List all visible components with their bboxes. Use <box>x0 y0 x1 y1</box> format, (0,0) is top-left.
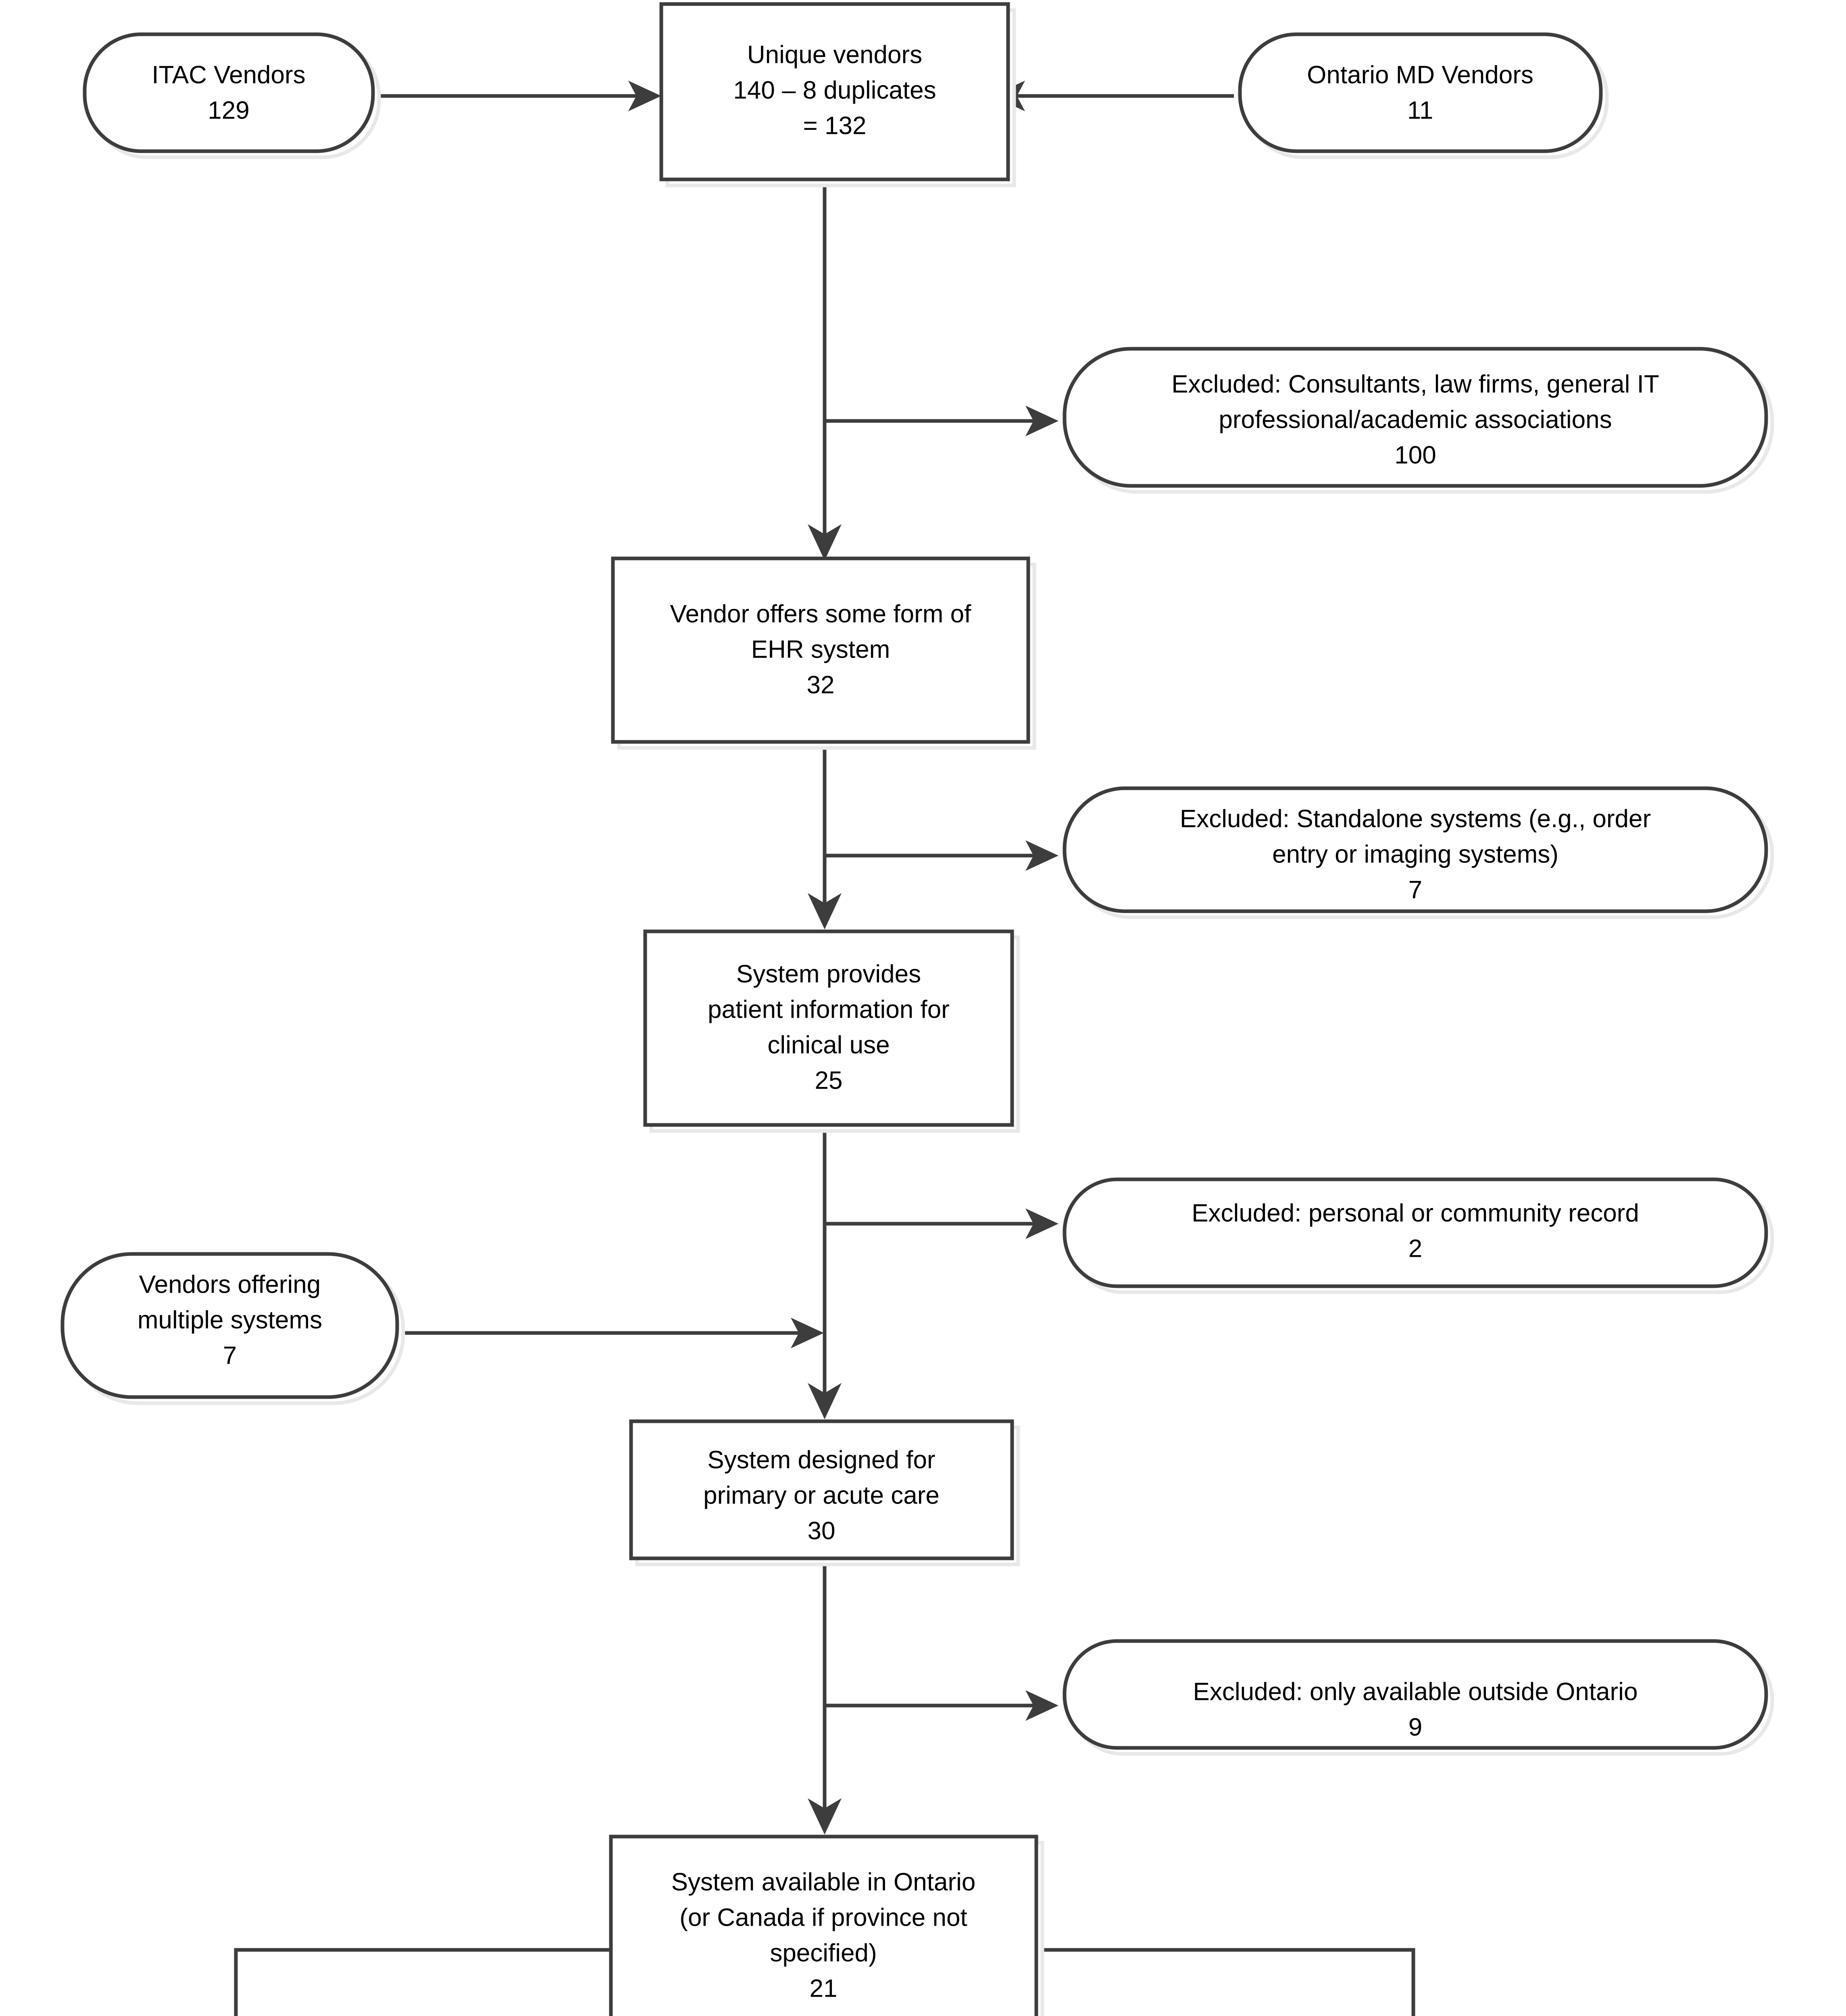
excluded-standalone-line2: entry or imaging systems) <box>1272 840 1558 868</box>
vendors-multiple-line2: multiple systems <box>138 1306 322 1334</box>
system-designed-line1: System designed for <box>707 1446 935 1474</box>
vendors-multiple-count: 7 <box>223 1341 237 1369</box>
excluded-consultants-line1: Excluded: Consultants, law firms, genera… <box>1171 370 1659 398</box>
node-unique-vendors[interactable]: Unique vendors 140 – 8 duplicates = 132 <box>659 2 1016 187</box>
edge-ontariomd-to-unique <box>992 81 1234 111</box>
node-excluded-consultants[interactable]: Excluded: Consultants, law firms, genera… <box>1063 347 1774 494</box>
connectors-layer <box>234 81 1415 2016</box>
node-vendors-multiple-systems[interactable]: Vendors offering multiple systems 7 <box>60 1252 405 1405</box>
node-system-designed-primary-acute[interactable]: System designed for primary or acute car… <box>629 1419 1020 1566</box>
node-system-provides-patient-info[interactable]: System provides patient information for … <box>643 929 1020 1133</box>
vendor-offers-ehr-line1: Vendor offers some form of <box>670 600 971 628</box>
itac-vendors-count: 129 <box>208 96 249 124</box>
system-designed-count: 30 <box>808 1517 835 1545</box>
system-available-line3: specified) <box>770 1939 877 1967</box>
excluded-consultants-line2: professional/academic associations <box>1219 406 1612 433</box>
edge-available-to-primary <box>234 1948 613 2016</box>
ontario-md-vendors-count: 11 <box>1407 96 1433 124</box>
excluded-consultants-count: 100 <box>1394 441 1436 469</box>
edge-ehr-to-patientinfo <box>808 748 842 929</box>
node-vendor-offers-ehr[interactable]: Vendor offers some form of EHR system 32 <box>611 556 1036 750</box>
unique-vendors-line1: Unique vendors <box>747 41 922 69</box>
system-designed-line2: primary or acute care <box>703 1481 940 1509</box>
edge-designed-to-available <box>808 1564 842 1835</box>
node-ontario-md-vendors[interactable]: Ontario MD Vendors 11 <box>1238 32 1609 159</box>
node-excluded-outside-ontario[interactable]: Excluded: only available outside Ontario… <box>1063 1639 1774 1756</box>
excluded-personal-count: 2 <box>1408 1235 1422 1262</box>
itac-vendors-line1: ITAC Vendors <box>152 61 305 89</box>
unique-vendors-count: = 132 <box>803 112 867 140</box>
edge-ehr-to-excluded-standalone <box>825 840 1058 871</box>
node-excluded-personal-record[interactable]: Excluded: personal or community record 2 <box>1063 1177 1774 1294</box>
system-available-count: 21 <box>810 1974 838 2002</box>
excluded-outside-line1: Excluded: only available outside Ontario <box>1193 1678 1638 1706</box>
system-provides-line2: patient information for <box>708 996 950 1023</box>
edge-unique-to-excluded-consultants <box>825 406 1058 436</box>
edge-multiplesystems-to-spine <box>402 1318 824 1348</box>
edge-patientinfo-to-excluded-personal <box>825 1208 1058 1239</box>
edge-designed-to-excluded-outside <box>825 1690 1058 1721</box>
edge-itac-to-unique <box>379 81 661 111</box>
system-provides-line3: clinical use <box>767 1031 890 1059</box>
ontario-md-vendors-line1: Ontario MD Vendors <box>1307 61 1533 89</box>
edge-available-to-acute <box>1036 1948 1415 2016</box>
excluded-outside-count: 9 <box>1408 1713 1422 1741</box>
excluded-standalone-line1: Excluded: Standalone systems (e.g., orde… <box>1180 805 1651 833</box>
node-excluded-standalone[interactable]: Excluded: Standalone systems (e.g., orde… <box>1063 786 1774 919</box>
system-available-line2: (or Canada if province not <box>679 1904 967 1931</box>
node-system-available-ontario[interactable]: System available in Ontario (or Canada i… <box>609 1835 1044 2016</box>
vendor-offers-ehr-line2: EHR system <box>751 635 890 663</box>
system-provides-count: 25 <box>815 1066 843 1094</box>
excluded-standalone-count: 7 <box>1408 876 1422 904</box>
node-itac-vendors[interactable]: ITAC Vendors 129 <box>83 32 381 159</box>
excluded-personal-line1: Excluded: personal or community record <box>1192 1199 1639 1227</box>
system-provides-line1: System provides <box>736 960 921 988</box>
system-available-line1: System available in Ontario <box>671 1868 976 1896</box>
edge-patientinfo-to-designed <box>808 1129 842 1419</box>
unique-vendors-line2: 140 – 8 duplicates <box>733 76 936 104</box>
vendors-multiple-line1: Vendors offering <box>139 1270 321 1298</box>
vendor-offers-ehr-count: 32 <box>807 671 835 699</box>
edge-unique-to-ehr <box>808 182 842 560</box>
